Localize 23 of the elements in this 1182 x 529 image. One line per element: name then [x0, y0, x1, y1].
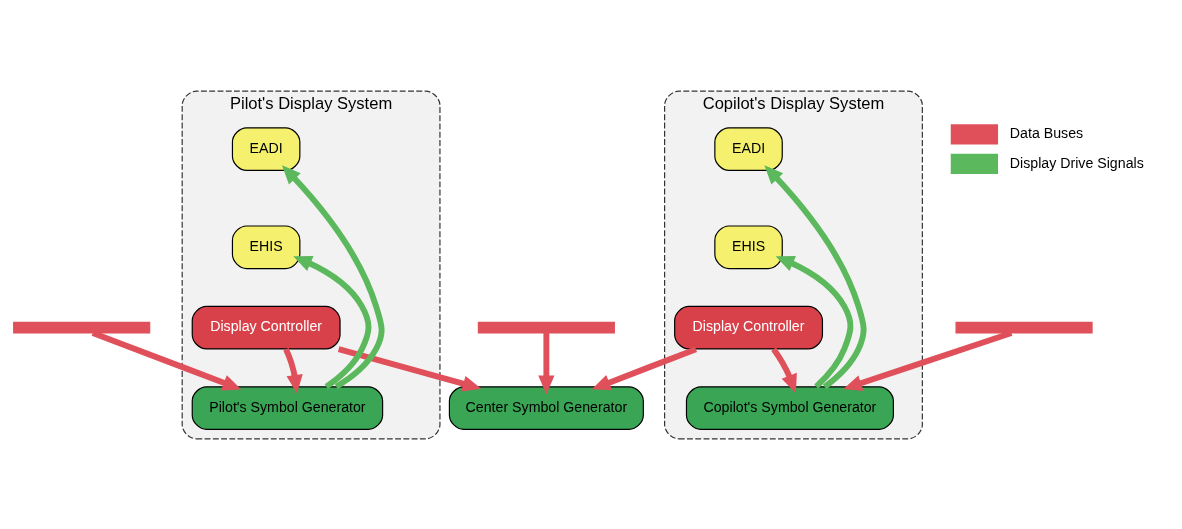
node-box: EHIS [231, 224, 301, 269]
legend-label: Display Drive Signals [1009, 154, 1144, 171]
node-bar [477, 321, 615, 334]
arrow [282, 164, 385, 389]
arrow [283, 347, 303, 394]
node-box: Display Controller [191, 305, 341, 350]
node-bar [13, 321, 151, 334]
arrow [771, 347, 797, 393]
node-bar [955, 321, 1093, 334]
arrow [775, 255, 854, 389]
arrow [337, 345, 482, 392]
arrow [293, 255, 372, 389]
node-box: EADI [714, 126, 783, 171]
arrow [538, 332, 555, 394]
node-box: Pilot's Symbol Generator [191, 385, 384, 430]
node-box: EHIS [714, 224, 783, 269]
node-box: Display Controller [674, 305, 824, 350]
arrow [591, 345, 698, 390]
arrow [764, 164, 867, 389]
node-box: EADI [231, 126, 301, 171]
legend-label: Data Buses [1009, 124, 1084, 141]
node-box: Copilot's Symbol Generator [685, 385, 894, 430]
node-box: Center Symbol Generator [448, 385, 644, 430]
